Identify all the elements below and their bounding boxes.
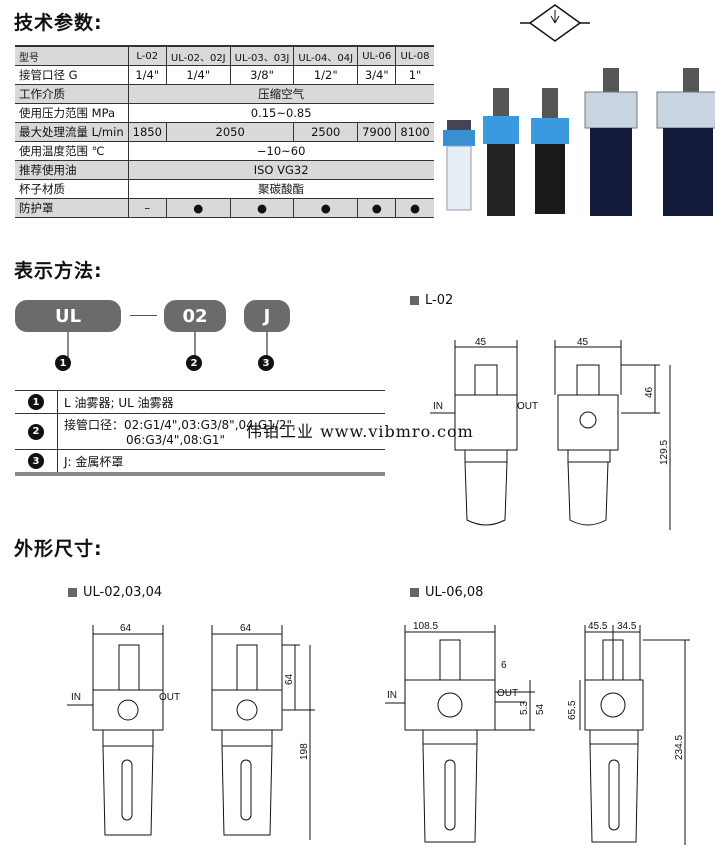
spec-value: UL-02、02J [165, 45, 231, 66]
spec-value: 压缩空气 [127, 84, 434, 104]
svg-text:6: 6 [501, 660, 507, 671]
number-badge-1: 1 [55, 355, 71, 371]
svg-text:IN: IN [71, 692, 81, 703]
product-photos [443, 68, 715, 216]
watermark: 伟铂工业 www.vibmro.com [246, 422, 474, 441]
spec-value: ● [293, 198, 358, 218]
spec-value: 0.15~0.85 [127, 103, 434, 123]
ul06-drawing: 108.5 IN OUT 6 5.3 54 45.5 34.5 65.5 234.5 [385, 621, 690, 845]
spec-value: 3/4" [357, 65, 396, 85]
spec-value: 1" [395, 65, 434, 85]
spec-value: 3/8" [229, 65, 294, 85]
number-badge-3: 3 [258, 355, 274, 371]
lubricator-symbol-icon [520, 4, 590, 42]
spec-value: 2500 [293, 122, 358, 142]
l02-label: L-02 [410, 293, 453, 308]
dims-title: 外形尺寸: [14, 538, 103, 560]
svg-text:64: 64 [120, 623, 132, 634]
spec-row: 杯子材质聚碳酸酯 [15, 179, 434, 199]
spec-value: 1/4" [165, 65, 231, 85]
notation-title: 表示方法: [14, 260, 103, 282]
spec-value: ● [357, 198, 396, 218]
spec-value: 1850 [127, 122, 167, 142]
svg-text:64: 64 [284, 673, 295, 685]
spec-label: 最大处理流量 L/min [15, 122, 129, 142]
svg-text:OUT: OUT [159, 692, 180, 703]
svg-text:45: 45 [475, 337, 487, 348]
spec-title: 技术参数: [14, 12, 103, 34]
ul02-label: UL-02,03,04 [68, 585, 162, 600]
ul06-label: UL-06,08 [410, 585, 483, 600]
spec-value: UL-06 [357, 45, 396, 66]
svg-text:234.5: 234.5 [674, 735, 685, 760]
svg-text:IN: IN [433, 401, 443, 412]
svg-text:OUT: OUT [497, 688, 518, 699]
svg-text:46: 46 [644, 386, 655, 398]
code-part-series: UL [15, 300, 121, 332]
spec-row: 防护罩–●●●●● [15, 198, 434, 218]
spec-label: 使用压力范围 MPa [15, 103, 129, 123]
spec-value: – [127, 198, 167, 218]
svg-text:OUT: OUT [517, 401, 538, 412]
spec-value: −10~60 [127, 141, 434, 161]
spec-label: 推荐使用油 [15, 160, 129, 180]
spec-label: 接管口径 G [15, 65, 129, 85]
spec-value: 1/4" [127, 65, 167, 85]
spec-label: 防护罩 [15, 198, 129, 218]
code-part-port: 02 [164, 300, 226, 332]
spec-value: UL-08 [395, 45, 434, 66]
spec-label: 使用温度范围 ℃ [15, 141, 129, 161]
spec-value: 7900 [357, 122, 396, 142]
svg-text:45: 45 [577, 337, 589, 348]
svg-text:198: 198 [299, 743, 310, 760]
l02-drawing: 45 45 IN OUT 46 129.5 [430, 337, 671, 530]
number-badge-2: 2 [186, 355, 202, 371]
svg-text:54: 54 [535, 703, 546, 715]
svg-text:34.5: 34.5 [617, 621, 637, 632]
spec-label: 工作介质 [15, 84, 129, 104]
svg-text:5.3: 5.3 [519, 701, 530, 715]
code-dash [130, 315, 157, 316]
spec-value: 2050 [165, 122, 294, 142]
svg-text:108.5: 108.5 [413, 621, 438, 632]
svg-text:IN: IN [387, 690, 397, 701]
svg-text:64: 64 [240, 623, 252, 634]
ul02-drawing: 64 64 IN OUT 64 198 [67, 623, 315, 840]
spec-value: 聚碳酸酯 [127, 179, 434, 199]
spec-value: ISO VG32 [127, 160, 434, 180]
spec-row: 使用温度范围 ℃−10~60 [15, 141, 434, 161]
spec-label: 杯子材质 [15, 179, 129, 199]
spec-value: ● [395, 198, 434, 218]
svg-text:45.5: 45.5 [588, 621, 608, 632]
spec-label: 型号 [15, 45, 129, 66]
spec-value: UL-04、04J [293, 45, 358, 66]
code-part-option: J [244, 300, 290, 332]
spec-value: ● [165, 198, 231, 218]
svg-text:65.5: 65.5 [567, 700, 578, 720]
svg-text:129.5: 129.5 [659, 440, 670, 465]
spec-value: 8100 [395, 122, 434, 142]
spec-value: ● [229, 198, 294, 218]
spec-value: L-02 [127, 45, 167, 66]
spec-value: UL-03、03J [229, 45, 294, 66]
spec-row: 工作介质压缩空气 [15, 84, 434, 104]
code-connectors [67, 332, 268, 358]
spec-value: 1/2" [293, 65, 358, 85]
